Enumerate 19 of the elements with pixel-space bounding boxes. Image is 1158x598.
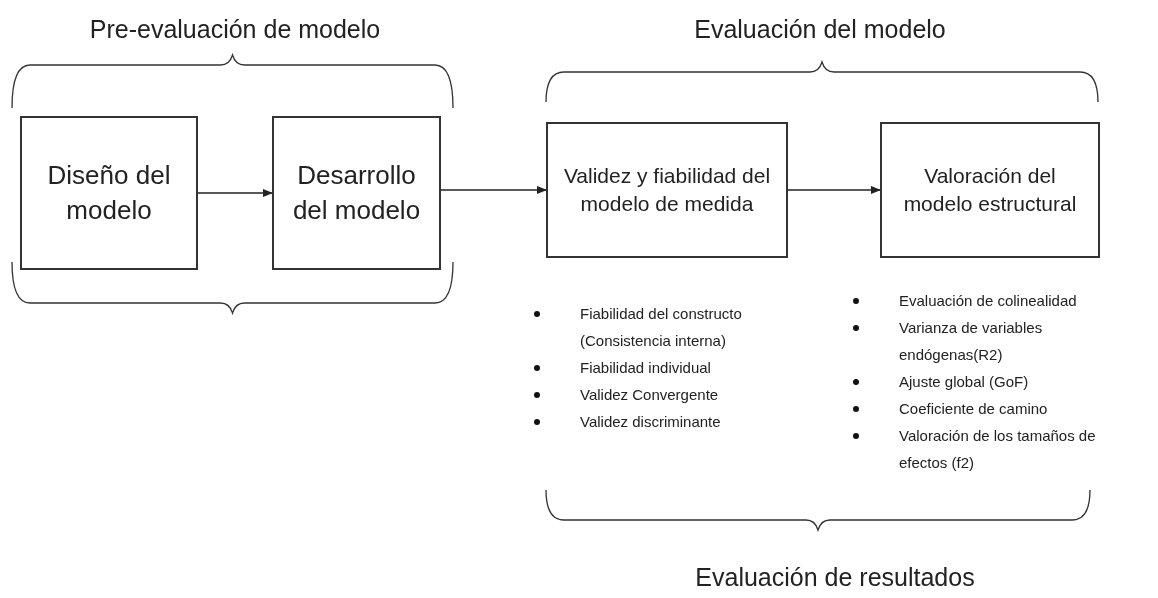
list-item: Coeficiente de camino (899, 399, 1049, 419)
process-box: Desarrollo del modelo (272, 116, 441, 270)
arrow (440, 186, 547, 194)
list-item: Valoración de los tamaños de efectos (f2) (899, 426, 1097, 473)
list-item: Fiabilidad del constructo (Consistencia interna) (580, 304, 743, 351)
list-item: Validez Convergente (580, 385, 720, 405)
list-item: Fiabilidad individual (580, 358, 712, 378)
list-item: Evaluación de colinealidad (899, 291, 1078, 311)
list-item: Validez discriminante (580, 412, 722, 432)
arrow (787, 186, 881, 194)
section-heading: Evaluación de resultados (694, 562, 976, 593)
section-heading: Evaluación del modelo (693, 14, 947, 45)
process-box: Valoración del modelo estructural (880, 122, 1100, 258)
list-item: Ajuste global (GoF) (899, 372, 1030, 392)
arrow (197, 189, 273, 197)
section-heading: Pre-evaluación de modelo (88, 14, 382, 45)
list-item: Varianza de variables endógenas(R2) (899, 318, 1044, 365)
process-box: Validez y fiabilidad del modelo de medida (546, 122, 788, 258)
process-box: Diseño del modelo (20, 116, 198, 270)
